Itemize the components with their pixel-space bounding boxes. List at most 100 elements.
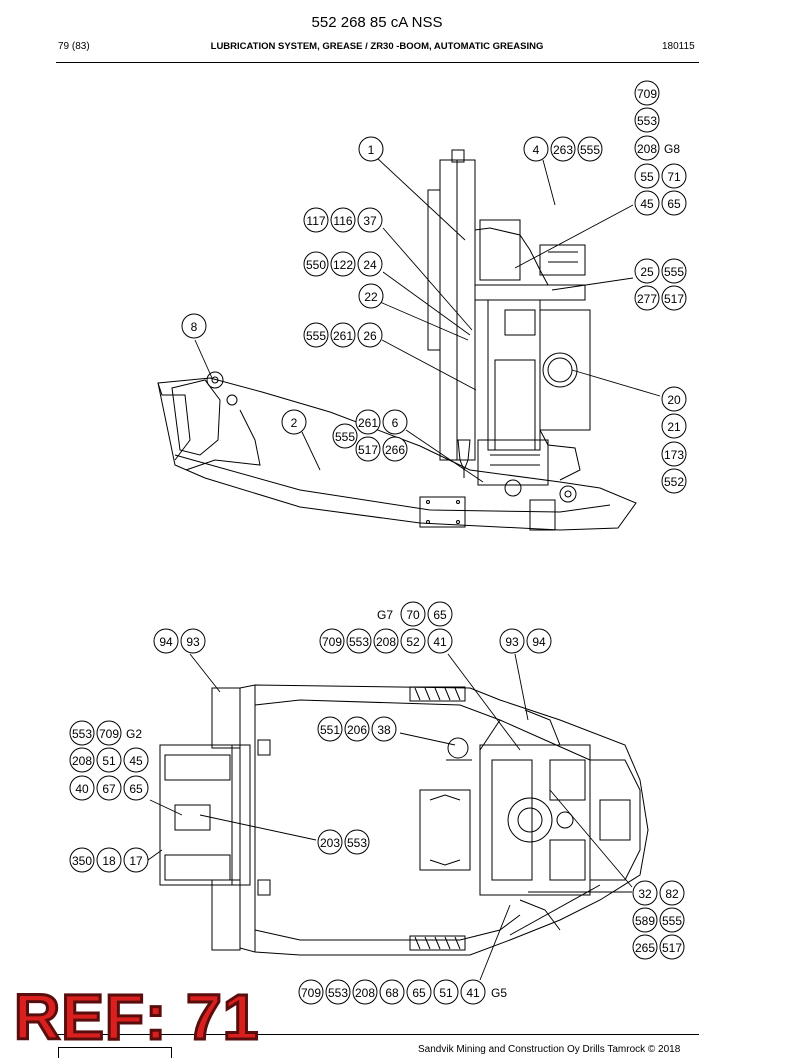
- callout-tag: G5: [491, 986, 507, 1000]
- callout-number: 553: [72, 727, 92, 741]
- callout-number: 265: [635, 941, 655, 955]
- callout-number: 55: [640, 170, 654, 184]
- callout-number: 41: [433, 635, 447, 649]
- callout-number: 116: [333, 214, 352, 228]
- callout-b5: 553 709 G2: [69, 720, 142, 746]
- callout-number: 709: [637, 87, 657, 101]
- callout-number: 517: [664, 292, 684, 306]
- callout-number: 350: [72, 854, 92, 868]
- callout-t6: 1: [358, 136, 384, 162]
- callout-number: 555: [662, 914, 682, 928]
- callout-b4: 93 94: [499, 628, 552, 654]
- callout-number: 173: [664, 448, 684, 462]
- callout-number: 208: [637, 142, 657, 156]
- callout-number: 261: [333, 329, 353, 343]
- callout-t15: 20: [661, 386, 687, 412]
- copyright-text: Sandvik Mining and Construction Oy Drill…: [418, 1044, 681, 1055]
- callout-number: 38: [377, 723, 391, 737]
- callout-number: 82: [665, 887, 679, 901]
- header-rule: [56, 62, 699, 63]
- callout-number: 277: [637, 292, 657, 306]
- callout-tag: G7: [377, 608, 393, 622]
- callout-number: 93: [186, 635, 200, 649]
- callout-t20: 261 6: [355, 409, 408, 435]
- date-code: 180115: [662, 41, 695, 52]
- callout-number: 709: [301, 986, 321, 1000]
- callout-number: 26: [363, 329, 377, 343]
- callout-t11: 8: [181, 313, 207, 339]
- callout-b10: 350 18 17: [69, 847, 149, 873]
- callout-number: 65: [667, 197, 681, 211]
- callout-number: 6: [392, 416, 399, 430]
- callout-number: 261: [358, 416, 378, 430]
- callout-t16: 21: [661, 413, 687, 439]
- callout-number: 1: [368, 143, 375, 157]
- callout-b11: 32 82: [632, 880, 685, 906]
- callout-t17: 173: [661, 441, 687, 467]
- callout-t19: 2: [281, 409, 307, 435]
- callout-number: 208: [355, 986, 375, 1000]
- callout-number: 45: [640, 197, 654, 211]
- leader-lines: [147, 157, 661, 981]
- callout-t4: 55 71: [634, 163, 687, 189]
- callout-number: 94: [532, 635, 546, 649]
- callout-number: 117: [306, 214, 325, 228]
- page-number: 79 (83): [58, 41, 90, 52]
- callout-number: 709: [99, 727, 119, 741]
- callout-number: 21: [667, 420, 681, 434]
- callout-number: 67: [102, 782, 116, 796]
- callout-tag: G8: [664, 142, 680, 156]
- ref-stamp: REF: 71: [12, 981, 260, 1053]
- callout-number: 51: [439, 986, 453, 1000]
- callout-number: 589: [635, 914, 655, 928]
- callout-t1: 709: [634, 80, 660, 106]
- callout-t18: 552: [661, 468, 687, 494]
- callout-number: 553: [637, 114, 657, 128]
- callout-number: 552: [664, 475, 684, 489]
- callout-b12: 589 555: [632, 907, 685, 933]
- callout-number: 4: [533, 143, 540, 157]
- callout-number: 37: [363, 214, 377, 228]
- callout-number: 2: [291, 416, 298, 430]
- callout-number: 94: [159, 635, 173, 649]
- footer-rule: [56, 1034, 699, 1035]
- callout-number: 208: [72, 754, 92, 768]
- callout-number: 555: [664, 265, 684, 279]
- callout-number: 22: [364, 290, 378, 304]
- callout-number: 32: [638, 887, 652, 901]
- callout-number: 93: [505, 635, 519, 649]
- callout-number: 8: [191, 320, 198, 334]
- boom-side-view: [157, 149, 637, 531]
- callout-number: 517: [358, 443, 378, 457]
- callout-t22: 517 266: [355, 436, 408, 462]
- callout-tag: G2: [126, 727, 142, 741]
- callout-number: 553: [347, 836, 367, 850]
- callout-number: 65: [433, 608, 447, 622]
- callout-number: 266: [385, 443, 405, 457]
- section-title: LUBRICATION SYSTEM, GREASE / ZR30 -BOOM,…: [210, 41, 544, 52]
- callout-number: 208: [376, 635, 396, 649]
- callout-number: 553: [349, 635, 369, 649]
- callout-b13: 265 517: [632, 934, 685, 960]
- callout-number: 45: [129, 754, 143, 768]
- callout-number: 25: [640, 265, 654, 279]
- callout-number: 18: [102, 854, 116, 868]
- callout-t3: 208 G8: [634, 135, 680, 161]
- callout-t2: 553: [634, 107, 660, 133]
- callout-number: 71: [667, 170, 681, 184]
- callout-number: 17: [129, 854, 143, 868]
- callout-number: 517: [662, 941, 682, 955]
- callout-number: 41: [466, 986, 480, 1000]
- callout-t8: 117 116 37: [303, 207, 383, 233]
- callout-number: 550: [306, 258, 326, 272]
